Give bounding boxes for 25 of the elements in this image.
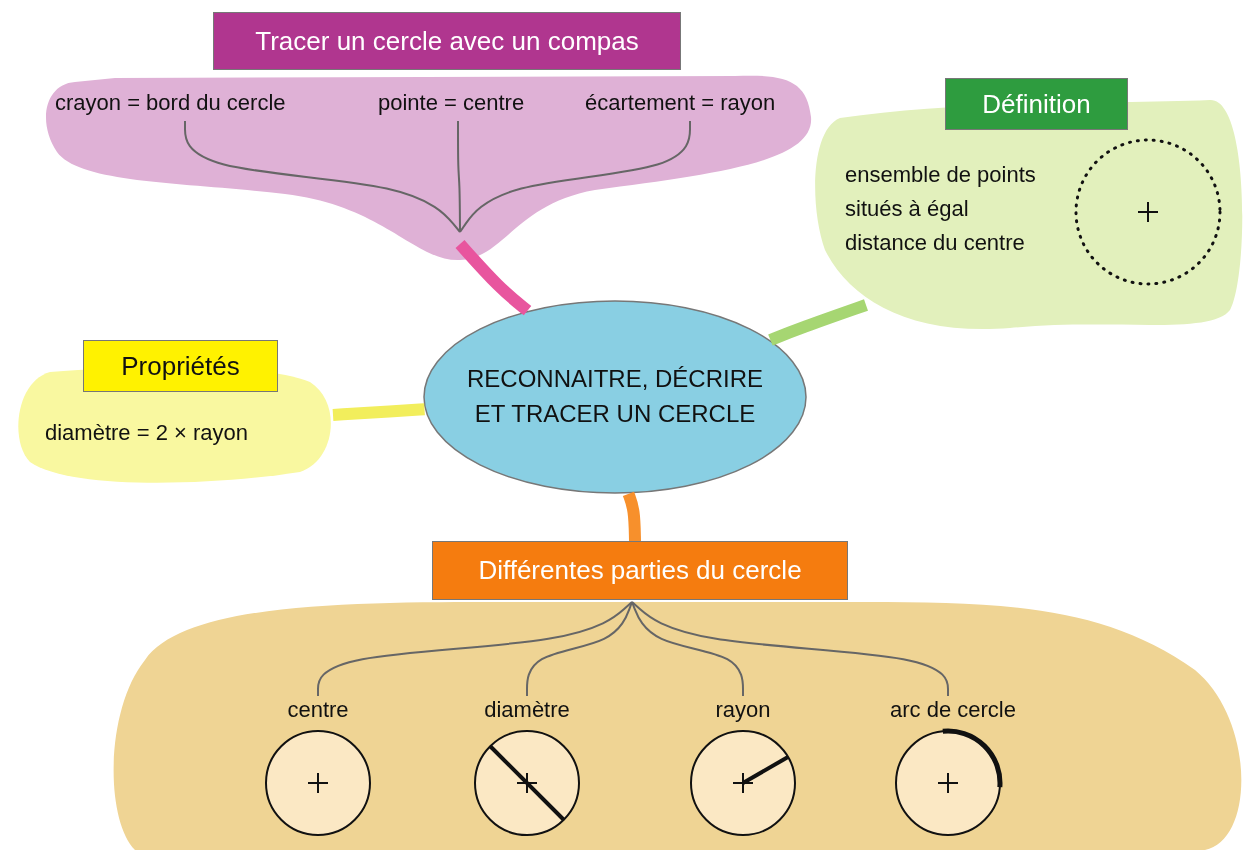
branch-line [526, 601, 633, 697]
sub-branch-label: arc de cercle [889, 696, 1017, 724]
branch-heading: Différentes parties du cercle [432, 541, 848, 600]
sub-branch-label: écartement = rayon [585, 89, 777, 117]
sub-branch-label: crayon = bord du cercle [55, 89, 287, 117]
branch-line [631, 601, 744, 697]
branch-heading: Définition [945, 78, 1128, 130]
branch-line [631, 601, 949, 697]
branch-line [768, 299, 868, 346]
central-topic: RECONNAITRE, DÉCRIRE ET TRACER UN CERCLE [466, 364, 764, 429]
branch-line [457, 120, 461, 233]
branch-line [332, 403, 426, 421]
branch-line [459, 120, 691, 233]
branch-heading: Propriétés [83, 340, 278, 392]
sub-branch-label: diamètre [483, 696, 571, 724]
branch-text: diamètre = 2 × rayon [45, 419, 249, 447]
branch-line [455, 240, 532, 316]
branch-line [184, 120, 461, 233]
sub-branch-label: pointe = centre [378, 89, 526, 117]
branch-heading: Tracer un cercle avec un compas [213, 12, 681, 70]
branch-line [622, 490, 641, 542]
sub-branch-label: rayon [714, 696, 772, 724]
branch-text: ensemble de points situés à égal distance du centre [845, 161, 1037, 258]
branch-line [317, 601, 633, 697]
sub-branch-label: centre [286, 696, 350, 724]
